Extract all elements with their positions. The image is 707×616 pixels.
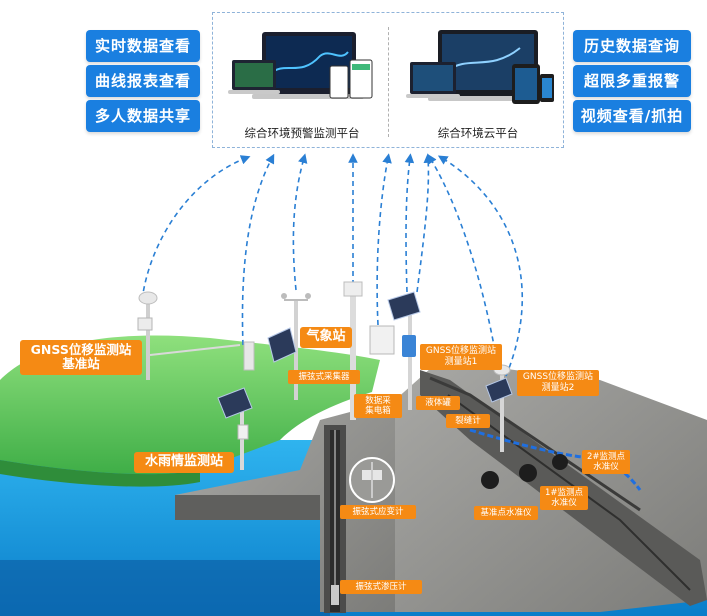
solar-pole	[387, 291, 421, 410]
label-liquid-tank: 液体罐	[416, 396, 460, 411]
platform-panel: 综合环境预警监测平台 综合环境云平台	[212, 12, 564, 148]
label-data-box: 数据采 集电箱	[354, 394, 402, 419]
label-base-level: 基准点水准仪	[474, 506, 538, 521]
panel-divider	[388, 27, 389, 137]
label-crack-meter: 裂缝计	[446, 414, 490, 429]
borehole	[324, 425, 395, 613]
label-gnss-station-1: GNSS位移监测站 测量站1	[420, 344, 502, 370]
feature-history-query: 历史数据查询	[573, 30, 691, 62]
warning-platform-caption: 综合环境预警监测平台	[244, 126, 360, 140]
feature-data-sharing: 多人数据共享	[86, 100, 200, 132]
cloud-platform-caption: 综合环境云平台	[437, 126, 519, 140]
feature-realtime-data: 实时数据查看	[86, 30, 200, 62]
gnss-base-station-pole	[137, 291, 241, 380]
label-rain-station: 水雨情监测站	[134, 452, 234, 473]
feature-curve-reports: 曲线报表查看	[86, 65, 200, 97]
feature-video-capture: 视频查看/抓拍	[573, 100, 691, 132]
rain-station-pole	[217, 341, 255, 470]
label-level-1: 1#监测点 水准仪	[540, 486, 588, 511]
platform-devices-right	[406, 30, 554, 104]
central-mast	[343, 281, 395, 420]
weather-station-pole	[267, 293, 311, 400]
label-level-2: 2#监测点 水准仪	[582, 450, 630, 475]
label-weather-station: 气象站	[300, 327, 352, 348]
platform-devices-left	[228, 32, 373, 99]
wireless-links	[141, 153, 524, 377]
label-vw-collector: 振弦式采集器	[288, 370, 360, 385]
feature-limit-alarm: 超限多重报警	[573, 65, 691, 97]
label-vw-piezometer: 振弦式渗压计	[340, 580, 422, 595]
label-vw-strain-gauge: 振弦式应变计	[340, 505, 416, 520]
label-gnss-station-2: GNSS位移监测站 测量站2	[517, 370, 599, 396]
label-gnss-base-station: GNSS位移监测站 基准站	[20, 340, 142, 375]
